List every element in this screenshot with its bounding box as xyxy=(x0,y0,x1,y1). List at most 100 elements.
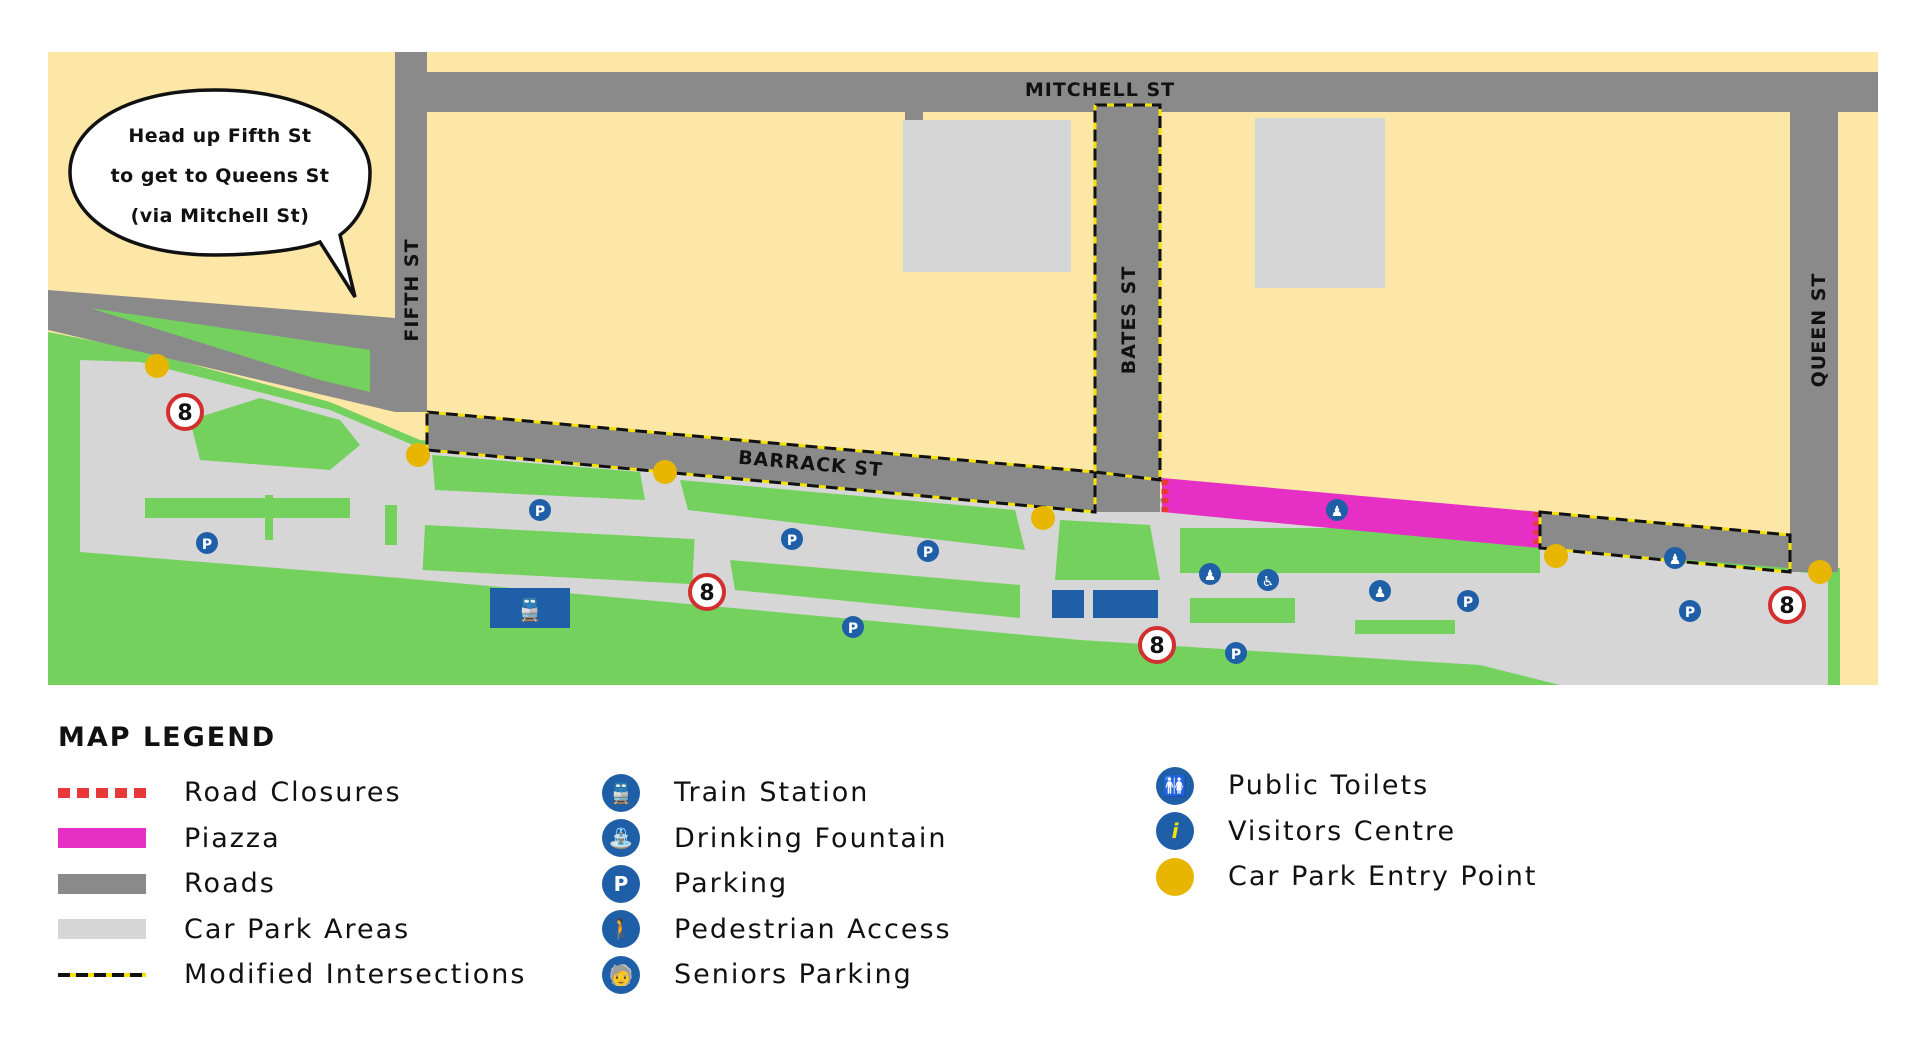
pedestrian-icon: 🚶 xyxy=(602,910,640,949)
green-island xyxy=(730,560,1020,618)
legend-label: Seniors Parking xyxy=(674,959,913,991)
svg-text:8: 8 xyxy=(699,581,714,606)
bates-st-label: BATES ST xyxy=(1118,266,1140,375)
entry-point-icon xyxy=(1544,544,1568,568)
bates-st-road xyxy=(1095,72,1160,512)
svg-text:8: 8 xyxy=(177,401,192,426)
parking-icon: P xyxy=(842,616,864,638)
train-icon: 🚆 xyxy=(516,597,543,623)
seniors-icon: ♟ xyxy=(1369,580,1391,602)
pedestrian-icon: ♟ xyxy=(1664,547,1686,569)
legend-item-car-park-entry-point: Car Park Entry Point xyxy=(1156,854,1537,900)
callout-line-2: to get to Queens St xyxy=(111,165,330,187)
legend-label: Visitors Centre xyxy=(1228,815,1457,847)
green-island xyxy=(432,455,645,500)
wheelchair-icon: ♿ xyxy=(1257,569,1279,591)
legend-item-piazza: Piazza xyxy=(58,816,526,862)
legend-label: Parking xyxy=(674,868,789,900)
legend-column-3: 🚻 Public Toilets i Visitors Centre Car P… xyxy=(1156,763,1537,900)
queen-st-label: QUEEN ST xyxy=(1808,273,1830,388)
parking-icons: P P P P P P P P xyxy=(196,499,1701,664)
legend-label: Piazza xyxy=(184,822,281,854)
svg-text:P: P xyxy=(1231,647,1241,663)
legend-item-train-station: 🚆 Train Station xyxy=(602,770,952,816)
legend-label: Car Park Entry Point xyxy=(1228,861,1538,893)
pedestrian-icon: ♟ xyxy=(1326,499,1348,521)
car-park-entry-points xyxy=(145,354,1832,584)
seniors-icon: 🧓 xyxy=(602,955,640,994)
visitors-centre-building xyxy=(1093,590,1158,618)
svg-text:P: P xyxy=(848,621,858,637)
green-island xyxy=(1055,520,1160,580)
callout-line-3: (via Mitchell St) xyxy=(131,205,310,227)
green-island xyxy=(265,495,273,540)
parking-icon: P xyxy=(917,540,939,562)
speed-limit-sign: 8 xyxy=(1768,586,1806,624)
legend-label: Modified Intersections xyxy=(184,959,527,991)
toilets-icon: 🚻 xyxy=(1156,766,1194,805)
parking-icon: P xyxy=(1457,590,1479,612)
train-icon: 🚆 xyxy=(602,773,640,812)
legend-item-modified-intersections: Modified Intersections xyxy=(58,952,526,998)
parking-icon: P xyxy=(529,499,551,521)
legend-label: Roads xyxy=(184,868,276,900)
visitors-centre-icon: i xyxy=(1156,812,1194,851)
parking-icon: P xyxy=(602,864,640,903)
legend-item-roads: Roads xyxy=(58,861,526,907)
legend-item-car-park-areas: Car Park Areas xyxy=(58,907,526,953)
legend-title: MAP LEGEND xyxy=(58,722,277,753)
parking-icon: P xyxy=(196,532,218,554)
seniors-icon: ♟ xyxy=(1199,563,1221,585)
entry-point-icon xyxy=(653,460,677,484)
legend-item-seniors-parking: 🧓 Seniors Parking xyxy=(602,952,952,998)
piazza xyxy=(1162,478,1540,548)
modified-intersection-swatch xyxy=(58,972,146,977)
callout-line-1: Head up Fifth St xyxy=(128,125,311,147)
legend-column-2: 🚆 Train Station ⛲ Drinking Fountain P Pa… xyxy=(602,770,952,998)
legend-item-public-toilets: 🚻 Public Toilets xyxy=(1156,763,1537,809)
svg-text:P: P xyxy=(202,537,212,553)
legend-label: Road Closures xyxy=(184,777,402,809)
legend-item-visitors-centre: i Visitors Centre xyxy=(1156,809,1537,855)
mitchell-st-label: MITCHELL ST xyxy=(1025,79,1175,101)
svg-text:P: P xyxy=(923,545,933,561)
speed-limit-signs: 8 8 8 8 xyxy=(166,393,1806,664)
svg-text:♿: ♿ xyxy=(1262,574,1275,590)
access-icons: ♟ ♟ ♟ ♟ ♿ xyxy=(1199,499,1686,602)
barrack-st-road xyxy=(427,412,1095,512)
green-island xyxy=(1355,620,1455,634)
callout-bubble: Head up Fifth St to get to Queens St (vi… xyxy=(68,88,372,298)
entry-point-icon xyxy=(145,354,169,378)
entry-point-icon xyxy=(1808,560,1832,584)
green-island xyxy=(190,398,360,470)
svg-text:♟: ♟ xyxy=(1331,504,1344,520)
barrack-st-east-road xyxy=(1540,512,1838,572)
speed-limit-sign: 8 xyxy=(166,393,204,431)
legend-item-parking: P Parking xyxy=(602,861,952,907)
legend-item-road-closures: Road Closures xyxy=(58,770,526,816)
svg-text:♟: ♟ xyxy=(1204,568,1217,584)
green-island xyxy=(145,498,350,518)
road-swatch xyxy=(58,873,146,894)
green-island xyxy=(422,525,695,585)
fifth-st-label: FIFTH ST xyxy=(401,238,423,341)
legend-item-pedestrian-access: 🚶 Pedestrian Access xyxy=(602,907,952,953)
green-island xyxy=(680,480,1025,550)
legend-label: Car Park Areas xyxy=(184,913,411,945)
piazza-swatch xyxy=(58,828,146,849)
toilets-building xyxy=(1052,590,1084,618)
legend-column-1: Road Closures Piazza Roads Car Park Area… xyxy=(58,770,526,998)
precinct-map: 🚆 MITCHELL ST FIFTH ST BATES ST QUEEN ST… xyxy=(48,52,1878,685)
parking-icon: P xyxy=(1225,642,1247,664)
speed-limit-sign: 8 xyxy=(1138,626,1176,664)
legend-label: Public Toilets xyxy=(1228,770,1430,802)
green-island xyxy=(1190,598,1295,623)
svg-text:P: P xyxy=(1685,605,1695,621)
svg-text:P: P xyxy=(787,533,797,549)
modified-intersection-outline xyxy=(425,103,1792,574)
entry-point-icon xyxy=(406,443,430,467)
parking-icon: P xyxy=(1679,600,1701,622)
building xyxy=(903,120,1071,272)
svg-text:8: 8 xyxy=(1149,634,1164,659)
green-island xyxy=(90,308,370,392)
